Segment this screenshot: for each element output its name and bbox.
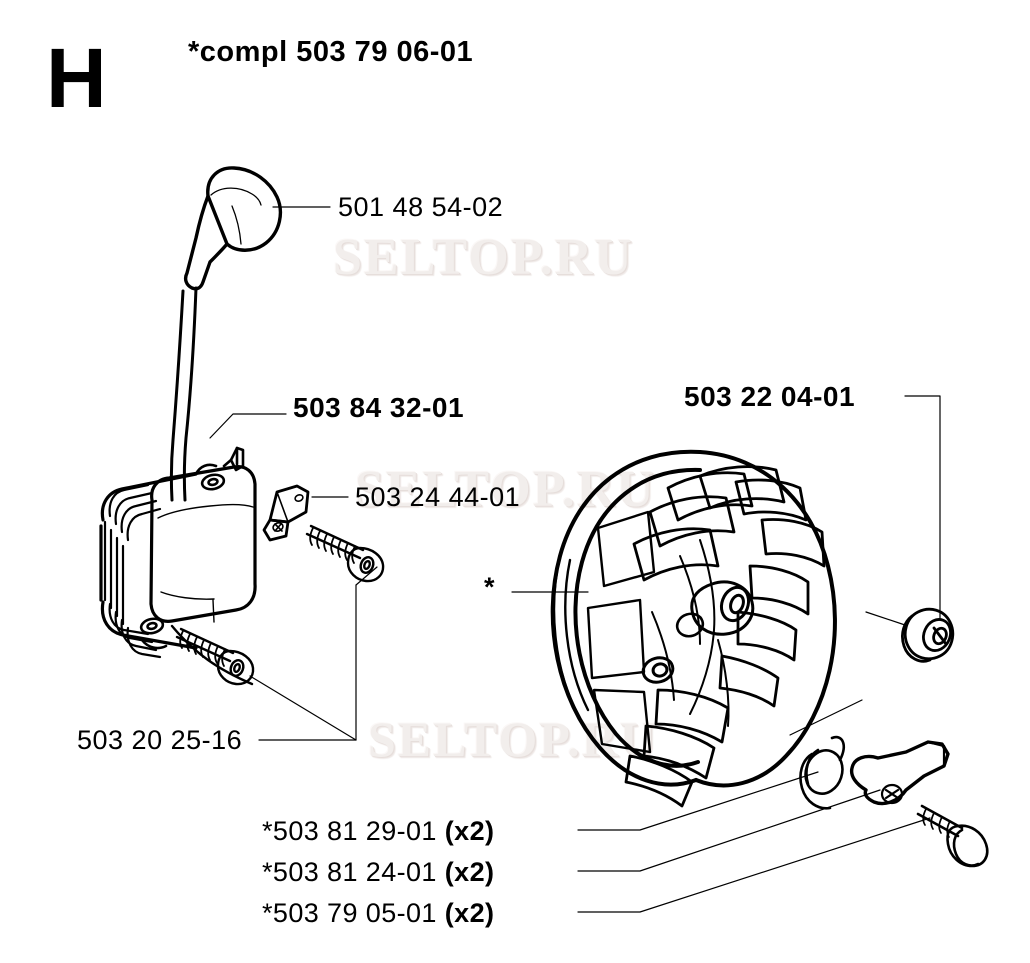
pawl-spring	[799, 735, 845, 810]
starter-pawl-detail	[880, 740, 950, 805]
coil-terminal-blade	[222, 446, 245, 472]
flywheel-rim-wall	[552, 554, 590, 720]
flywheel-web-detail	[651, 539, 730, 727]
ht-lead-cable	[169, 286, 198, 502]
starter-pawl	[849, 740, 950, 806]
spark-plug-boot-detail	[210, 187, 262, 245]
part-label-pawl-spring: *503 81 24-01 (x2)	[262, 859, 494, 886]
part-quantity: (x2)	[444, 816, 495, 846]
ground-clip-detail	[272, 491, 304, 532]
part-label-flywheel: 503 22 04-01	[684, 381, 856, 412]
spark-plug-boot	[183, 166, 282, 291]
part-label-mounting-screws: 503 20 25-16	[77, 725, 243, 755]
part-label-pawl-pin: *503 79 05-01 (x2)	[262, 900, 494, 927]
flywheel-center-hole	[675, 612, 705, 638]
flywheel-asterisk-marker: *	[484, 572, 495, 602]
part-label-spark-plug-boot: 501 48 54-02	[338, 192, 504, 222]
leader-lines	[209, 206, 941, 913]
ground-clip	[262, 484, 310, 542]
ignition-coil-body-detail	[157, 503, 254, 623]
flywheel-fins-lower	[624, 688, 730, 808]
flywheel-hub	[690, 580, 755, 636]
section-letter: H	[46, 31, 107, 125]
part-number: *503 81 24-01	[262, 857, 437, 887]
flywheel-fins-upper	[632, 465, 808, 582]
part-number: *503 79 05-01	[262, 898, 437, 928]
part-label-starter-pawl: *503 81 29-01 (x2)	[262, 818, 494, 845]
pawl-pin	[916, 804, 989, 868]
part-label-ground-clip: 503 24 44-01	[355, 482, 521, 512]
mounting-screw-upper	[305, 524, 385, 583]
flywheel-lower-boss	[641, 656, 675, 684]
ignition-coil-core	[103, 483, 162, 659]
coil-top-boss	[194, 463, 226, 491]
part-label-ignition-coil: 503 84 32-01	[293, 392, 465, 423]
flywheel-fins-right	[718, 518, 826, 708]
flywheel-magnet-pockets	[586, 510, 656, 754]
part-number: *503 81 29-01	[262, 816, 437, 846]
part-quantity: (x2)	[444, 857, 495, 887]
coil-bottom-boss	[139, 617, 168, 650]
ignition-coil-body	[149, 465, 257, 623]
part-quantity: (x2)	[444, 898, 495, 928]
ignition-coil-core-outline	[99, 472, 198, 650]
mounting-screw-lower	[175, 627, 255, 686]
flywheel-nut	[901, 607, 955, 663]
compl-assembly-label: *compl 503 79 06-01	[188, 36, 474, 68]
